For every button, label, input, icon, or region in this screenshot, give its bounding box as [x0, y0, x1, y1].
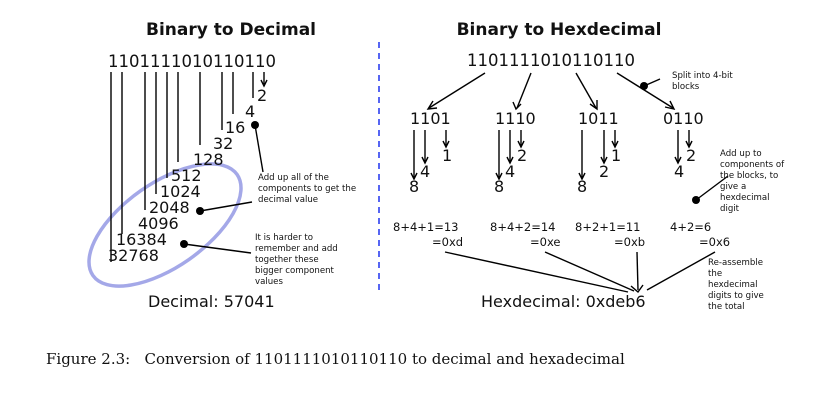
note-split-pointer — [640, 78, 661, 90]
block-3-part-8: 8 — [577, 177, 587, 196]
split-arrows — [426, 72, 676, 111]
right-title: Binary to Hexdecimal — [457, 20, 662, 40]
block-sums: 8+4+1=13 =0xd 8+4+2=14 =0xe 8+2+1=11 =0x… — [393, 220, 730, 249]
note-sum-pointer — [196, 121, 264, 215]
hex-result: Hexdecimal: 0xdeb6 — [481, 292, 646, 311]
component-4: 4 — [245, 102, 255, 121]
block-4-hex: =0x6 — [699, 235, 730, 249]
component-2048: 2048 — [149, 198, 190, 217]
component-arrows — [110, 72, 268, 262]
block-3-sum: 8+2+1=11 — [575, 220, 641, 234]
note-split: Split into 4-bit blocks — [672, 71, 736, 92]
block-4-part-2: 2 — [686, 146, 696, 165]
note-big: It is harder to remember and add togethe… — [255, 233, 340, 287]
block-2-part-8: 8 — [494, 177, 504, 196]
block-3-part-2: 2 — [599, 162, 609, 181]
block-1-part-8: 8 — [409, 177, 419, 196]
component-16384: 16384 — [116, 230, 167, 249]
block-2-bits: 1110 — [495, 109, 536, 128]
component-1024: 1024 — [160, 182, 201, 201]
left-binary: 1101111010110110 — [108, 52, 276, 71]
hex-block-4: 0110 2 4 — [663, 109, 704, 181]
note-big-pointer — [180, 240, 252, 254]
block-4-sum: 4+2=6 — [670, 220, 711, 234]
note-reassemble: Re-assemble the hexdecimal digits to giv… — [708, 258, 767, 312]
block-3-hex: =0xb — [614, 235, 645, 249]
block-1-bits: 1101 — [410, 109, 451, 128]
block-1-part-1: 1 — [442, 146, 452, 165]
block-4-part-4: 4 — [674, 162, 684, 181]
left-title: Binary to Decimal — [146, 20, 316, 40]
component-32: 32 — [213, 134, 233, 153]
block-3-part-1: 1 — [611, 146, 621, 165]
decimal-result: Decimal: 57041 — [148, 292, 275, 311]
reassemble-arrows — [444, 251, 716, 294]
hex-block-2: 1110 2 4 8 — [494, 109, 536, 196]
hex-block-3: 1011 1 2 8 — [577, 109, 621, 196]
decimal-components: 2 4 16 32 128 512 1024 2048 4096 16384 3… — [108, 86, 267, 265]
note-sum: Add up all of the components to get the … — [258, 173, 359, 205]
hex-block-1: 1101 1 4 8 — [409, 109, 452, 196]
note-add-pointer — [692, 175, 729, 204]
block-2-sum: 8+4+2=14 — [490, 220, 556, 234]
component-2: 2 — [257, 86, 267, 105]
block-1-part-4: 4 — [420, 162, 430, 181]
note-add: Add up to components of the blocks, to g… — [720, 149, 787, 214]
right-binary: 1101111010110110 — [467, 51, 635, 70]
block-3-bits: 1011 — [578, 109, 619, 128]
block-4-bits: 0110 — [663, 109, 704, 128]
component-128: 128 — [193, 150, 224, 169]
block-2-part-2: 2 — [517, 146, 527, 165]
block-1-hex: =0xd — [432, 235, 463, 249]
block-2-hex: =0xe — [530, 235, 560, 249]
figure-caption: Figure 2.3: Conversion of 11011110101101… — [46, 350, 625, 368]
component-512: 512 — [171, 166, 202, 185]
highlight-ellipse — [87, 162, 243, 288]
component-16: 16 — [225, 118, 245, 137]
component-32768: 32768 — [108, 246, 159, 265]
component-4096: 4096 — [138, 214, 179, 233]
block-1-sum: 8+4+1=13 — [393, 220, 459, 234]
block-2-part-4: 4 — [505, 162, 515, 181]
